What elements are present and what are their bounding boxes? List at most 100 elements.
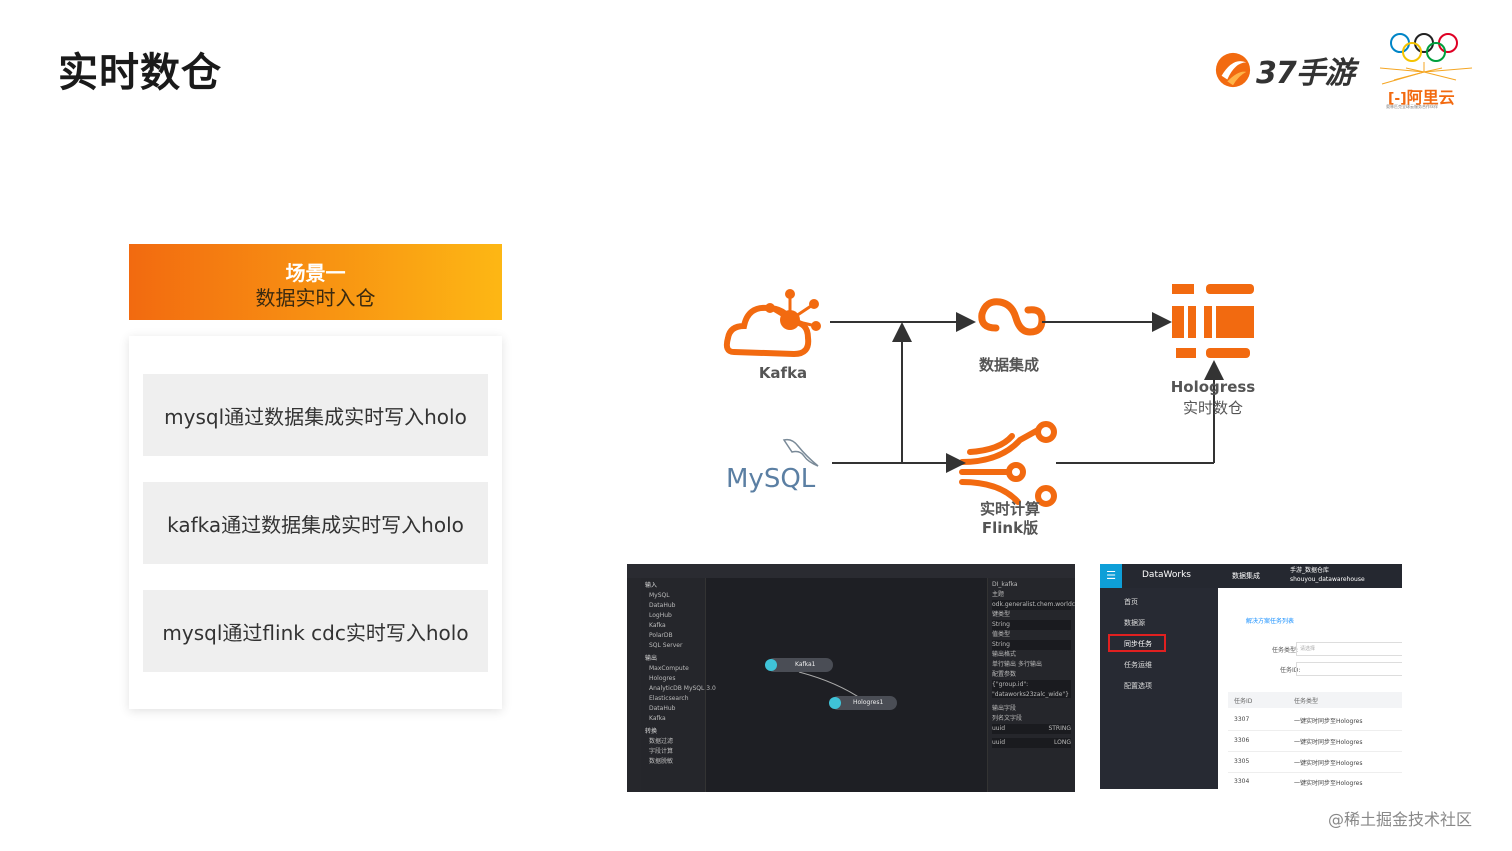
aliyun-text: [-]阿里云 [1388, 88, 1455, 107]
data-integration-label: 数据集成 [978, 356, 1039, 374]
mysql-dolphin-icon [782, 438, 819, 467]
table-row[interactable]: 3307 一键实时同步至Hologres [1228, 710, 1402, 731]
table-row[interactable]: 3304 一键实时同步至Hologres [1228, 773, 1402, 789]
component-item[interactable]: MaxCompute [649, 665, 689, 672]
component-item[interactable]: LogHub [649, 612, 672, 619]
hologres-icon [1172, 284, 1254, 358]
config-text: 列名文字段 [992, 715, 1023, 722]
config-radio[interactable]: 单行输出 [992, 661, 1017, 668]
cell-task-id: 3304 [1234, 778, 1250, 785]
component-panel: 输入 MySQL DataHub LogHub Kafka PolarDB SQ… [641, 578, 716, 792]
scenario-header: 场景一 数据实时入仓 [129, 244, 502, 320]
config-field[interactable]: String [992, 640, 1071, 650]
node-kafka[interactable]: Kafka1 [765, 658, 833, 672]
config-field[interactable]: {"group.id": "dataworks23zalc_wide"} [992, 680, 1071, 698]
component-item[interactable]: 数据过滤 [649, 738, 674, 745]
config-text: LONG [1054, 739, 1071, 746]
architecture-diagram: Kafka 数据集成 Hologress 实时数仓 MySQL 实时计算 Fli… [700, 270, 1320, 550]
filter-id-label: 任务ID: [1280, 667, 1301, 674]
config-text: STRING [1048, 725, 1071, 732]
config-field[interactable]: odk.generalist.chem.worldcloud [992, 600, 1075, 610]
component-item[interactable]: Kafka [649, 622, 666, 629]
config-text: 键类型 [992, 611, 1011, 618]
component-item[interactable]: DataHub [649, 705, 676, 712]
cell-task-type: 一键实时同步至Hologres [1294, 739, 1363, 746]
component-item[interactable]: 字段计算 [649, 748, 674, 755]
component-item[interactable]: 数据脱敏 [649, 758, 674, 765]
filter-type-label: 任务类型: [1272, 647, 1299, 654]
sidebar-item-datasource[interactable]: 数据源 [1124, 619, 1145, 627]
config-text: 输出格式 [992, 651, 1017, 658]
group-transform: 转换 [645, 728, 658, 735]
filter-id-input[interactable] [1296, 662, 1402, 676]
config-field[interactable]: String [992, 620, 1071, 630]
menu-icon[interactable]: ☰ [1100, 564, 1122, 588]
data-integration-icon [978, 298, 1046, 336]
mysql-label: MySQL [726, 464, 816, 494]
breadcrumb[interactable]: 解决方案任务列表 [1246, 618, 1295, 625]
node-hologres-label: Hologres1 [853, 699, 884, 706]
node-kafka-icon [765, 659, 777, 671]
config-radio[interactable]: 多行输出 [1017, 661, 1042, 668]
sidebar-item-config[interactable]: 配置选项 [1124, 682, 1152, 690]
aliyun-olympic-logo: [-]阿里云 奥林匹克全球云服务合作伙伴 [1372, 28, 1480, 116]
scenario-item: mysql通过flink cdc实时写入holo [143, 590, 488, 672]
component-item[interactable]: Kafka [649, 715, 666, 722]
config-text: 配置参数 [992, 671, 1017, 678]
sidebar-item-ops[interactable]: 任务运维 [1124, 661, 1152, 669]
dw-sidebar: 首页 数据源 同步任务 任务运维 配置选项 [1100, 588, 1218, 789]
scenario-subtitle: 数据实时入仓 [255, 286, 376, 310]
config-panel: DI_kafka 主题 odk.generalist.chem.worldclo… [987, 578, 1075, 792]
diagram-graphics [723, 284, 1254, 507]
flink-label: 实时计算 [979, 500, 1040, 518]
config-field[interactable]: uuid [992, 725, 1006, 732]
scenario-list: mysql通过数据集成实时写入holo kafka通过数据集成实时写入holo … [129, 336, 502, 709]
canvas-toolbar [627, 564, 1075, 578]
aliyun-subtitle: 奥林匹克全球云服务合作伙伴 [1386, 104, 1438, 109]
node-hologres-icon [829, 697, 841, 709]
col-task-id: 任务ID [1234, 698, 1253, 705]
node-hologres[interactable]: Hologres1 [829, 696, 897, 710]
scenario-item: kafka通过数据集成实时写入holo [143, 482, 488, 564]
cell-task-type: 一键实时同步至Hologres [1294, 760, 1363, 767]
config-text: 输出字段 [992, 705, 1017, 712]
cell-task-type: 一键实时同步至Hologres [1294, 718, 1363, 725]
sidebar-item-sync-task[interactable]: 同步任务 [1124, 640, 1152, 648]
component-item[interactable]: PolarDB [649, 632, 673, 639]
filter-type-select[interactable]: 请选择 [1296, 642, 1402, 656]
flink-icon [959, 421, 1057, 507]
cell-task-id: 3306 [1234, 737, 1250, 744]
component-item[interactable]: AnalyticDB MySQL 3.0 [649, 685, 716, 692]
component-item[interactable]: SQL Server [649, 642, 683, 649]
dw-brand: DataWorks [1142, 570, 1191, 580]
table-row[interactable]: 3305 一键实时同步至Hologres [1228, 752, 1402, 773]
cell-task-id: 3307 [1234, 716, 1250, 723]
brand-37-logo: 37手游 [1214, 48, 1355, 92]
scenario-item: mysql通过数据集成实时写入holo [143, 374, 488, 456]
col-task-type: 任务类型 [1294, 698, 1319, 705]
group-input: 输入 [645, 582, 658, 589]
config-text: 值类型 [992, 631, 1011, 638]
scenario-title: 场景一 [285, 261, 346, 285]
kafka-icon [723, 289, 821, 358]
hologres-label: Hologress [1170, 378, 1256, 396]
dw-tab[interactable]: 数据集成 [1232, 572, 1260, 580]
flink-sublabel: Flink版 [981, 519, 1039, 537]
component-item[interactable]: MySQL [649, 592, 670, 599]
component-item[interactable]: Hologres [649, 675, 676, 682]
table-header: 任务ID 任务类型 [1228, 692, 1402, 708]
screenshot-di-canvas: 输入 MySQL DataHub LogHub Kafka PolarDB SQ… [627, 564, 1075, 792]
component-item[interactable]: Elasticsearch [649, 695, 689, 702]
hologres-sublabel: 实时数仓 [1182, 399, 1243, 417]
table-row[interactable]: 3306 一键实时同步至Hologres [1228, 731, 1402, 752]
sidebar-item-home[interactable]: 首页 [1124, 598, 1138, 606]
component-item[interactable]: DataHub [649, 602, 676, 609]
cell-task-id: 3305 [1234, 758, 1250, 765]
kafka-label: Kafka [758, 364, 808, 382]
config-text: DI_kafka [992, 581, 1018, 588]
node-kafka-label: Kafka1 [795, 661, 816, 668]
config-field[interactable]: uuid [992, 739, 1006, 746]
